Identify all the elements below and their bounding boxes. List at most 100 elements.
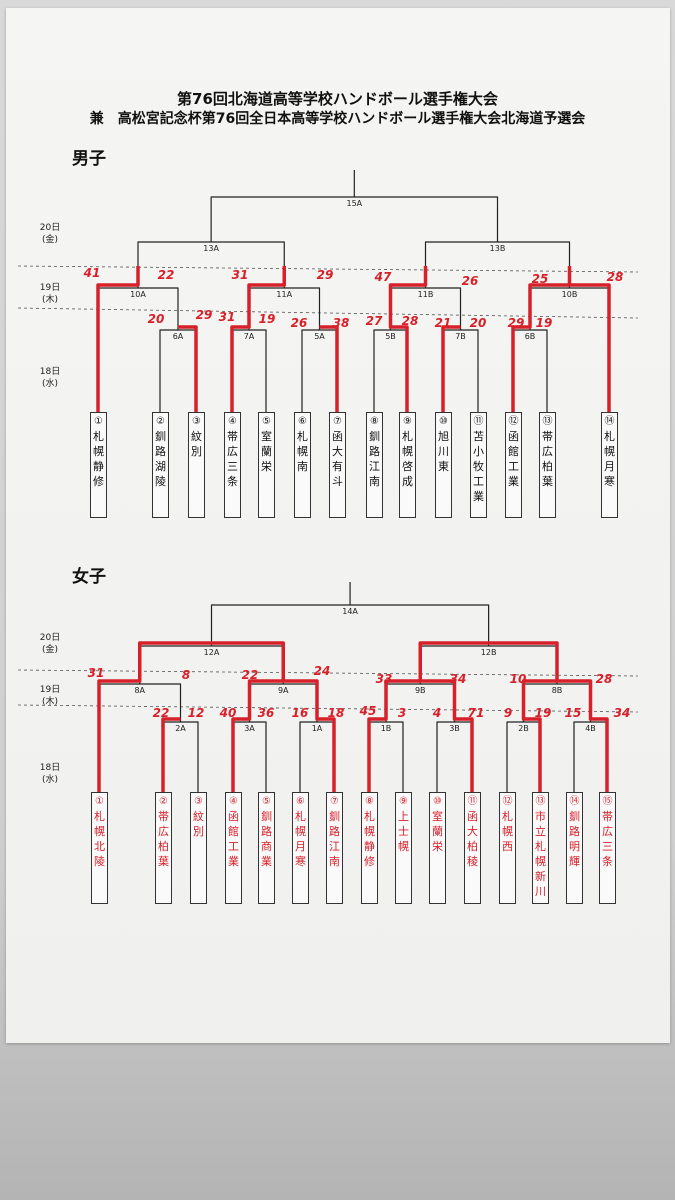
team-name-char: 釧 [569, 810, 580, 823]
bracket-connector [159, 329, 197, 412]
team-name-char: 館 [508, 445, 519, 458]
team-name-char: 稜 [467, 855, 478, 868]
team-number: ③ [192, 416, 201, 427]
day-divider-line [17, 265, 639, 273]
score-label: 19 [535, 316, 553, 330]
game-label: 2B [518, 724, 529, 733]
game-label: 5B [385, 332, 396, 341]
score-label: 31 [87, 666, 105, 680]
winner-path [367, 641, 489, 792]
score-label: 33 [375, 672, 393, 686]
team-number: ⑥ [296, 796, 305, 807]
team-number: ⑪ [467, 796, 478, 807]
team-name-char: 蘭 [261, 445, 272, 458]
team-name-char: 路 [155, 445, 166, 458]
team-name-char: 路 [261, 825, 272, 838]
team-name-char: 明 [569, 840, 580, 853]
team-name-char: 三 [602, 840, 613, 853]
poster-subtitle: 兼 高松宮記念杯第76回全日本高等学校ハンドボール選手権大会北海道予選会 [89, 111, 586, 127]
team-name-char: 札 [93, 430, 104, 443]
team-name-char: 柏 [158, 840, 169, 853]
bracket-connector [529, 287, 610, 412]
team-name-char: 江 [369, 460, 380, 473]
game-label: 12B [480, 648, 497, 657]
winner-path [283, 679, 336, 792]
team-name-char: 路 [369, 445, 380, 458]
game-label: 7A [243, 332, 255, 341]
score-label: 20 [469, 316, 487, 330]
team-name-char: 北 [94, 840, 105, 853]
team-name-char: 館 [228, 825, 239, 838]
score-label: 25 [531, 272, 549, 286]
team-name-char: 川 [535, 885, 546, 898]
team-name-char: 工 [473, 475, 484, 488]
team-name-char: 静 [93, 460, 104, 473]
team-number: ① [95, 796, 104, 807]
score-label: 20 [147, 312, 165, 326]
team-name-char: 条 [227, 475, 238, 488]
team-name-char: 修 [364, 855, 375, 868]
team-name-char: 業 [261, 855, 272, 868]
game-label: 13B [489, 244, 506, 253]
poster-title: 第76回北海道高等学校ハンドボール選手権大会 [177, 90, 498, 108]
winner-path [319, 325, 339, 412]
team-name-char: 牧 [473, 460, 484, 473]
team-name-char: 柏 [542, 460, 553, 473]
team-name-char: 札 [535, 840, 546, 853]
team-name-char: 広 [602, 825, 613, 838]
game-label: 8A [134, 686, 146, 695]
team-number: ⑥ [298, 416, 307, 427]
team-name-char: 紋 [191, 430, 202, 443]
team-name-char: 業 [508, 475, 519, 488]
game-label: 6B [524, 332, 536, 341]
team-name-char: 葉 [542, 475, 553, 488]
team-number: ⑫ [508, 416, 519, 427]
team-name-char: 広 [227, 445, 238, 458]
score-label: 47 [374, 270, 392, 284]
team-name-char: 路 [569, 825, 580, 838]
winner-path [557, 679, 609, 792]
winner-path [441, 325, 461, 412]
team-name-char: 業 [473, 490, 484, 503]
team-name-char: 小 [473, 445, 484, 458]
game-label: 10A [130, 290, 146, 299]
team-name-char: 市 [535, 810, 546, 823]
team-name-char: 寒 [604, 475, 615, 488]
score-label: 9 [503, 706, 513, 720]
team-name-char: 立 [535, 825, 546, 838]
day-label-18-girls: 18日(水) [39, 763, 61, 785]
day-label-20: 20日(金) [39, 223, 61, 245]
day-divider-line [17, 704, 639, 713]
team-number: ⑫ [502, 796, 513, 807]
game-label: 6A [172, 332, 184, 341]
team-number: ① [94, 416, 103, 427]
team-name-char: 帯 [158, 810, 169, 823]
team-name-char: 旭 [438, 430, 449, 443]
team-number: ⑮ [602, 796, 613, 807]
team-name-char: 工 [228, 840, 239, 853]
team-number: ② [159, 796, 168, 807]
winner-path [161, 717, 181, 792]
team-name-char: 商 [261, 840, 272, 853]
team-name-char: 釧 [261, 810, 272, 823]
team-number: ⑭ [604, 416, 615, 427]
day-divider-line [17, 307, 639, 319]
bracket-connector [97, 287, 179, 412]
winner-path [388, 266, 428, 412]
team-number: ⑦ [330, 796, 339, 807]
score-label: 15 [564, 706, 582, 720]
team-name-char: 三 [227, 460, 238, 473]
team-name-char: 南 [369, 475, 380, 488]
score-label: 22 [241, 668, 259, 682]
bracket-connector [98, 683, 182, 792]
